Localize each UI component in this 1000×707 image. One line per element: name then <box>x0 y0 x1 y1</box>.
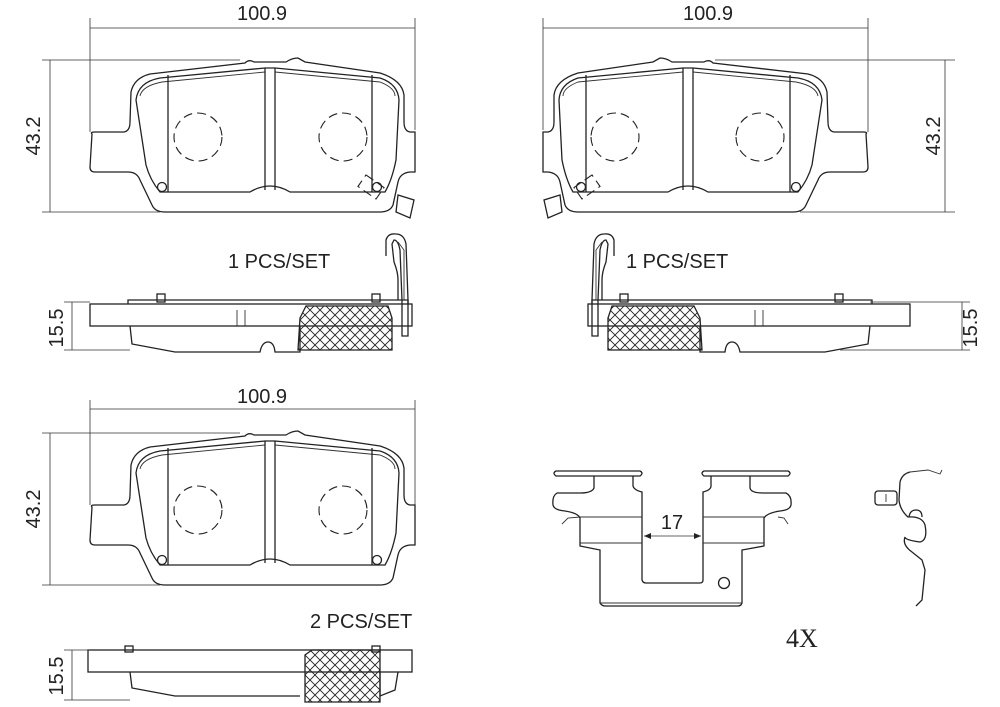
second-pad-qty-label: 2 PCS/SET <box>310 611 412 633</box>
pad-face-bottom-left <box>89 430 416 586</box>
height-dimension-label-bottom: 43.2 <box>23 490 45 529</box>
outer-pad-qty-label: 1 PCS/SET <box>228 251 330 273</box>
thickness-dimension-label: 15.5 <box>46 309 68 348</box>
spring-clip <box>874 469 943 607</box>
thickness-dimension-label-right: 15.5 <box>960 309 982 348</box>
wear-sensor-icon <box>357 174 415 219</box>
abutment-clip: 17 <box>552 470 792 607</box>
pad-face-top-left <box>89 57 416 219</box>
height-dimension-label-right: 43.2 <box>923 117 945 156</box>
pad-side-bottom-left <box>87 645 413 703</box>
height-dimension-label: 43.2 <box>23 117 45 156</box>
hardware-qty-label: 4X <box>786 624 818 653</box>
width-dimension-label-bottom: 100.9 <box>237 386 287 408</box>
pad-face-top-right <box>542 57 869 219</box>
thickness-dimension-label-bottom: 15.5 <box>46 657 68 696</box>
gap-dimension-label: 17 <box>661 512 683 534</box>
width-dimension-label: 100.9 <box>237 3 287 25</box>
width-dimension-label-right: 100.9 <box>683 3 733 25</box>
inner-pad-qty-label: 1 PCS/SET <box>626 251 728 273</box>
